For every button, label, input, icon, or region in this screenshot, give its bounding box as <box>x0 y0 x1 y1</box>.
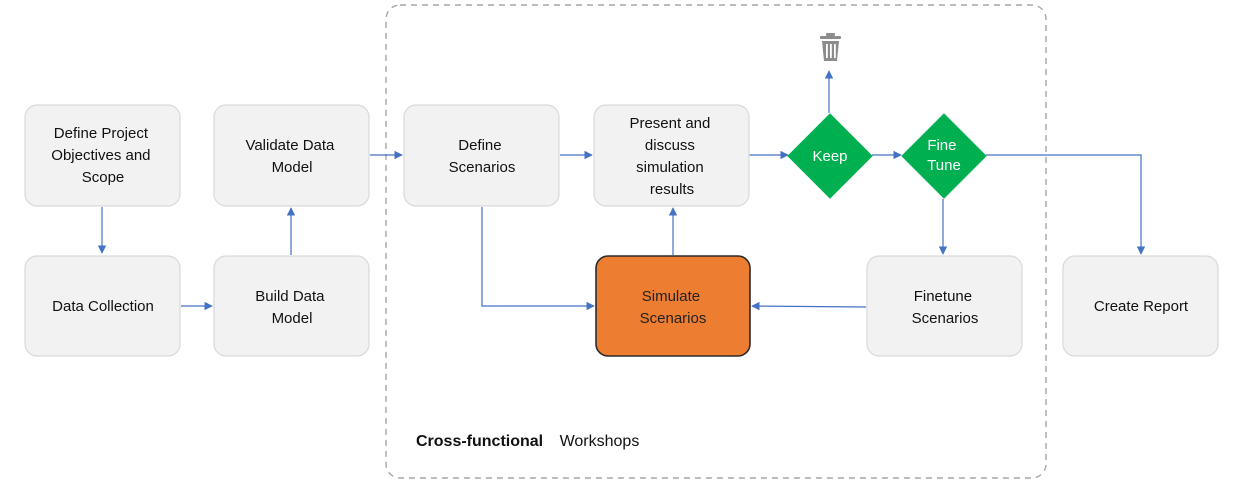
group-label-normal: Workshops <box>560 433 640 450</box>
decision-label-line: Tune <box>927 157 961 174</box>
svg-text:Define Project Objective: Define Project Objectives and Scope <box>51 125 154 186</box>
node-label-line: Define Project <box>54 125 149 142</box>
svg-text:Data Collection: Data Collection <box>52 298 154 315</box>
svg-text:Build Data Model: Build Data Model <box>255 288 328 327</box>
node-finetune-scenarios: Finetune Scenarios <box>866 255 1023 357</box>
node-data-collection: Data Collection <box>24 255 181 357</box>
edge-define-to-simulate <box>481 207 595 311</box>
node-label-line: Model <box>272 159 313 176</box>
svg-text:Validate Data Model: Validate Data Model <box>245 137 338 176</box>
node-label-line: Scenarios <box>912 310 979 327</box>
node-label-line: Define <box>458 137 501 154</box>
group-label-bold: Cross-functional <box>416 433 543 450</box>
node-label-line: simulation <box>636 159 704 176</box>
node-simulate-scenarios: Simulate Scenarios <box>595 255 751 357</box>
node-present-results: Present and discuss simulation results <box>593 104 750 207</box>
node-label-line: Objectives and <box>51 147 150 164</box>
decision-fine-tune: Fine Tune <box>901 113 987 199</box>
svg-text:Create Report: Create Report <box>1094 298 1189 315</box>
node-label-line: Scenarios <box>640 310 707 327</box>
node-label-line: Validate Data <box>245 137 335 154</box>
svg-text:Fine Tune: Fine Tune <box>927 137 961 174</box>
svg-text:Present and discuss: Present and discuss simulation results <box>629 115 714 198</box>
svg-text:Finetune Scenarios: Finetune Scenarios <box>912 288 979 327</box>
node-label-line: Build Data <box>255 288 325 305</box>
decision-label-line: Fine <box>927 137 956 154</box>
trash-icon <box>820 33 841 61</box>
workshop-group-frame <box>385 4 1047 479</box>
node-create-report: Create Report <box>1062 255 1219 357</box>
node-label-line: results <box>650 181 694 198</box>
node-label-line: Scope <box>82 169 125 186</box>
edges <box>97 70 1146 311</box>
node-label-line: Finetune <box>914 288 972 305</box>
decision-label-line: Keep <box>812 148 847 165</box>
node-label-line: Present and <box>629 115 710 132</box>
node-label-line: Data Collection <box>52 298 154 315</box>
node-label-line: Model <box>272 310 313 327</box>
node-build-model: Build Data Model <box>213 255 370 357</box>
decision-keep: Keep <box>787 113 873 199</box>
edge-finetune-to-report <box>986 154 1146 255</box>
workshop-group-label: Cross-functional Workshops <box>416 433 639 450</box>
node-label-line: Create Report <box>1094 298 1189 315</box>
node-label-line: Simulate <box>642 288 700 305</box>
node-define-scenarios: Define Scenarios <box>403 104 560 207</box>
edge-finetune-scenarios-to-simulate <box>751 301 867 311</box>
node-label-line: Scenarios <box>449 159 516 176</box>
svg-text:Keep: Keep <box>812 148 847 165</box>
node-validate-model: Validate Data Model <box>213 104 370 207</box>
svg-text:Define Scenarios: Define Scenarios <box>449 137 516 176</box>
svg-text:Simulate Scenarios: Simulate Scenarios <box>640 288 707 327</box>
node-define-objectives: Define Project Objectives and Scope <box>24 104 181 207</box>
node-label-line: discuss <box>645 137 695 154</box>
